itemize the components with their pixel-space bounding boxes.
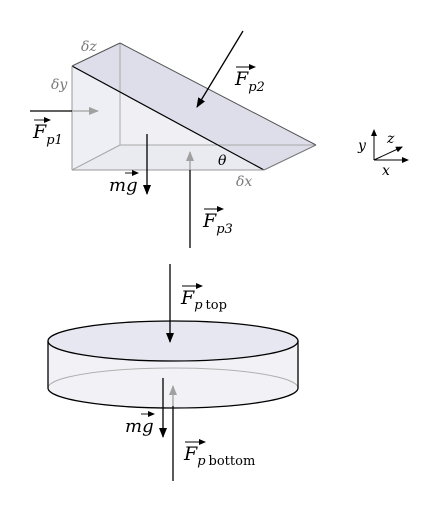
svg-text:Fp2: Fp2	[234, 68, 265, 95]
wedge-slant-face	[72, 43, 316, 170]
wedge-edge-right	[263, 144, 317, 171]
wedge-hidden-edge-depth	[71, 144, 121, 171]
dy-label: δy	[51, 77, 68, 93]
z-axis-label: z	[386, 131, 395, 147]
fp2-arrow	[196, 30, 244, 108]
wedge-prism	[71, 42, 317, 171]
fp3-label: Fp3	[202, 206, 233, 237]
wedge-edge-back-hypotenuse	[119, 42, 317, 146]
dx-label: δx	[236, 174, 252, 190]
fp1-label: Fp1	[32, 117, 63, 148]
svg-text:Fp1: Fp1	[32, 121, 63, 148]
disk-top-face	[47, 320, 299, 362]
wedge-mg-label: mg	[109, 170, 139, 196]
coordinate-axes: y z x	[357, 129, 409, 179]
svg-text:mg: mg	[125, 416, 154, 437]
z-axis	[373, 146, 403, 161]
svg-text:Fp3: Fp3	[202, 210, 233, 237]
y-axis-label: y	[357, 138, 367, 154]
wedge-edge-top	[71, 42, 121, 67]
disk-bottom-hidden-edge	[47, 367, 299, 389]
disk-mg-label: mg	[125, 411, 155, 437]
x-axis-label: x	[382, 163, 390, 179]
svg-text:mg: mg	[109, 175, 138, 196]
dz-label: δz	[81, 39, 97, 55]
theta-label: θ	[218, 153, 227, 169]
fp2-label: Fp2	[234, 64, 265, 95]
disk-side	[48, 341, 298, 408]
wedge-edge-front-hypotenuse	[71, 65, 265, 171]
